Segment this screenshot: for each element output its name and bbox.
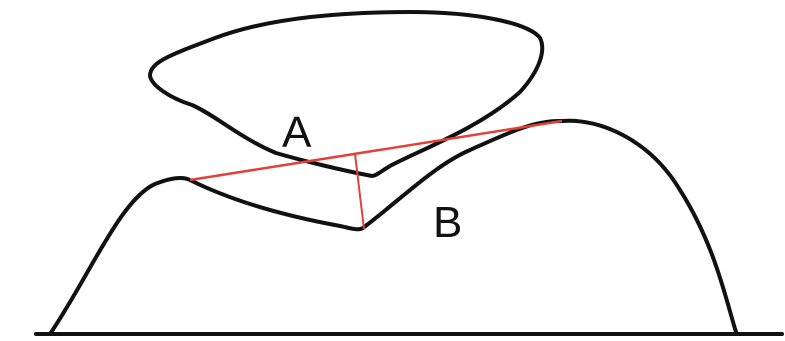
depth-line	[354, 153, 365, 230]
chord-line	[189, 119, 563, 182]
label-a: A	[282, 108, 312, 157]
lower-shape	[48, 118, 738, 336]
label-b: B	[433, 198, 462, 247]
upper-shape	[148, 10, 545, 178]
